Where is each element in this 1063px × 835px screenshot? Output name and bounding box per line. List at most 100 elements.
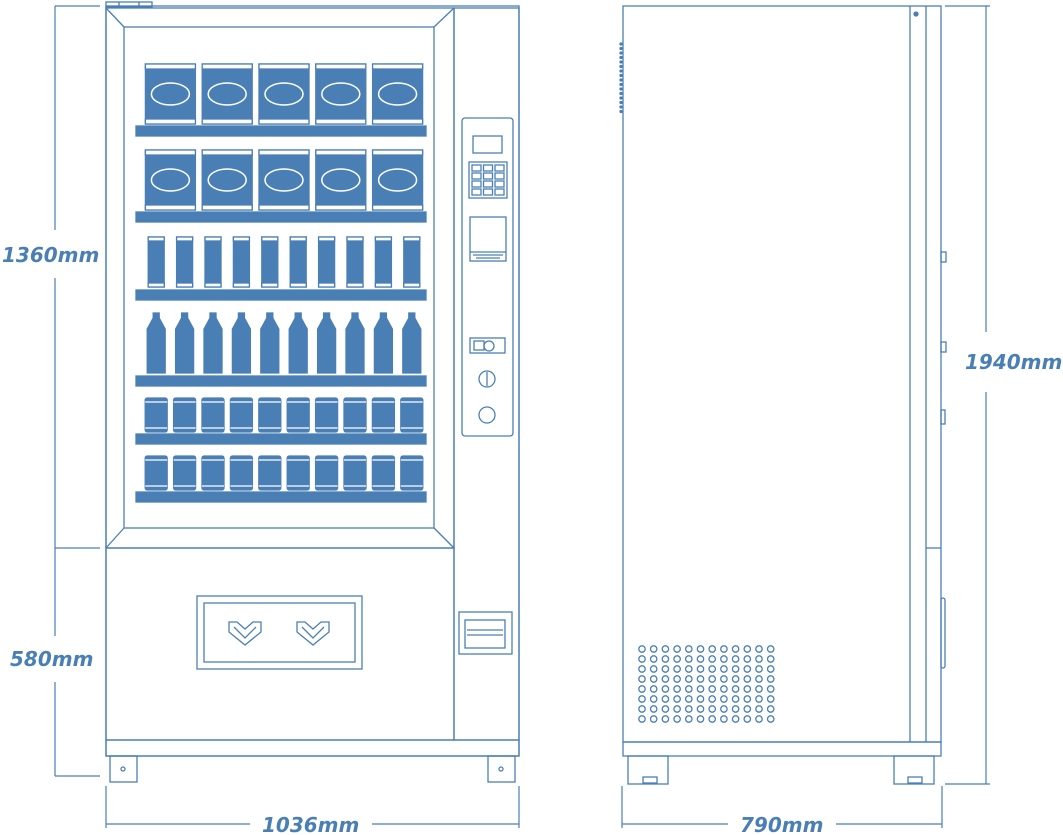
front-foot-left bbox=[109, 755, 138, 783]
selection-keypad[interactable] bbox=[468, 161, 508, 199]
bottle-body bbox=[288, 317, 308, 374]
product-item: Can bbox=[314, 455, 339, 491]
product-item: chocolate bbox=[261, 236, 279, 288]
card-reader[interactable] bbox=[469, 337, 506, 354]
keypad-key[interactable] bbox=[471, 188, 482, 196]
vent-hole bbox=[649, 665, 658, 673]
product-label: Can bbox=[261, 468, 279, 480]
delivery-flap-inner bbox=[203, 602, 356, 663]
delivery-flap-outer[interactable] bbox=[196, 595, 363, 670]
vent-hole bbox=[696, 705, 705, 713]
coin-return-button[interactable] bbox=[478, 406, 496, 424]
product-item: Can bbox=[229, 455, 254, 491]
vent-hole bbox=[673, 695, 681, 703]
shelf-tray bbox=[135, 375, 427, 387]
product-item: bottle bbox=[344, 312, 365, 374]
coin-return-cup[interactable] bbox=[458, 611, 513, 655]
bar-crimp bbox=[261, 282, 279, 288]
vent-hole bbox=[649, 675, 658, 683]
product-item: Can bbox=[144, 397, 168, 433]
keypad-key[interactable] bbox=[471, 164, 482, 172]
keypad-key[interactable] bbox=[494, 180, 505, 188]
vent-hole bbox=[661, 705, 670, 713]
bottle-body bbox=[231, 317, 252, 374]
bag-crimp bbox=[371, 63, 424, 70]
can-body bbox=[400, 455, 424, 491]
front-top-hinge-left bbox=[105, 1, 153, 8]
keypad-key[interactable] bbox=[494, 172, 505, 180]
vent-slot bbox=[619, 55, 623, 60]
bag-crimp bbox=[371, 118, 424, 125]
vent-hole bbox=[673, 685, 681, 693]
vent-hole bbox=[638, 645, 646, 653]
shelf-tray bbox=[135, 211, 427, 223]
product-label: chocolate bbox=[207, 241, 219, 283]
product-label: Chips bbox=[328, 175, 354, 187]
delivery-arrow-icon bbox=[228, 621, 262, 646]
vent-hole bbox=[661, 695, 670, 703]
vent-hole bbox=[720, 675, 728, 683]
foot-bolt bbox=[120, 766, 126, 772]
keypad-key[interactable] bbox=[471, 172, 482, 180]
vent-hole bbox=[766, 695, 775, 703]
vent-hole bbox=[696, 695, 705, 703]
vent-hole bbox=[684, 695, 693, 703]
keypad-key[interactable] bbox=[482, 180, 494, 188]
vent-hole bbox=[696, 645, 705, 653]
vent-hole bbox=[708, 715, 717, 723]
keypad-key[interactable] bbox=[482, 164, 494, 172]
product-label: Can bbox=[346, 468, 364, 480]
bottle-cap bbox=[379, 312, 388, 319]
bar-crimp bbox=[232, 282, 251, 288]
keypad-key[interactable] bbox=[494, 188, 505, 196]
vent-hole bbox=[673, 675, 681, 683]
can-body bbox=[144, 455, 168, 491]
keypad-key[interactable] bbox=[494, 164, 505, 172]
vent-hole bbox=[731, 685, 740, 693]
product-label: Chips bbox=[385, 175, 411, 187]
product-item: Chips bbox=[201, 149, 253, 211]
product-item: Can bbox=[400, 455, 424, 491]
product-label: chocolate bbox=[377, 241, 389, 283]
bottle-cap bbox=[266, 312, 274, 319]
vent-hole bbox=[649, 655, 658, 663]
coin-return-opening bbox=[464, 619, 506, 649]
can-body bbox=[343, 455, 367, 491]
bill-acceptor[interactable] bbox=[469, 216, 507, 262]
vent-hole bbox=[766, 675, 775, 683]
product-item: Can bbox=[286, 397, 310, 433]
side-hinge bbox=[940, 409, 946, 425]
keypad-key[interactable] bbox=[471, 180, 482, 188]
bag-label-oval bbox=[321, 82, 361, 106]
product-label: Chips bbox=[214, 89, 240, 101]
keypad-outline bbox=[468, 161, 508, 199]
keypad-key[interactable] bbox=[482, 172, 494, 180]
product-label: Can bbox=[176, 468, 194, 480]
product-label: Can bbox=[261, 410, 279, 422]
side-base-plinth bbox=[622, 741, 942, 757]
bar-crimp bbox=[232, 236, 251, 242]
bag-crimp bbox=[371, 204, 424, 211]
side-cabinet-outline bbox=[622, 5, 942, 743]
glass-window bbox=[123, 26, 435, 529]
vent-hole bbox=[708, 705, 717, 713]
can-body bbox=[201, 397, 225, 433]
side-ventilation-grid bbox=[638, 645, 775, 723]
can-body bbox=[201, 455, 225, 491]
product-label: chocolate bbox=[292, 241, 304, 283]
product-item: bottle bbox=[174, 312, 195, 374]
coin-slot[interactable] bbox=[478, 370, 496, 388]
bag-crimp bbox=[258, 118, 310, 125]
keypad-key[interactable] bbox=[482, 188, 494, 196]
vent-hole bbox=[684, 705, 693, 713]
vent-hole bbox=[673, 655, 681, 663]
can-body bbox=[371, 397, 396, 433]
vent-hole bbox=[708, 695, 717, 703]
vent-hole bbox=[684, 655, 693, 663]
dim-label-side-depth: 790mm bbox=[740, 813, 823, 835]
vent-slot bbox=[619, 87, 623, 91]
product-item: Can bbox=[258, 397, 282, 433]
front-foot-right bbox=[487, 755, 516, 783]
product-item: Can bbox=[343, 455, 367, 491]
